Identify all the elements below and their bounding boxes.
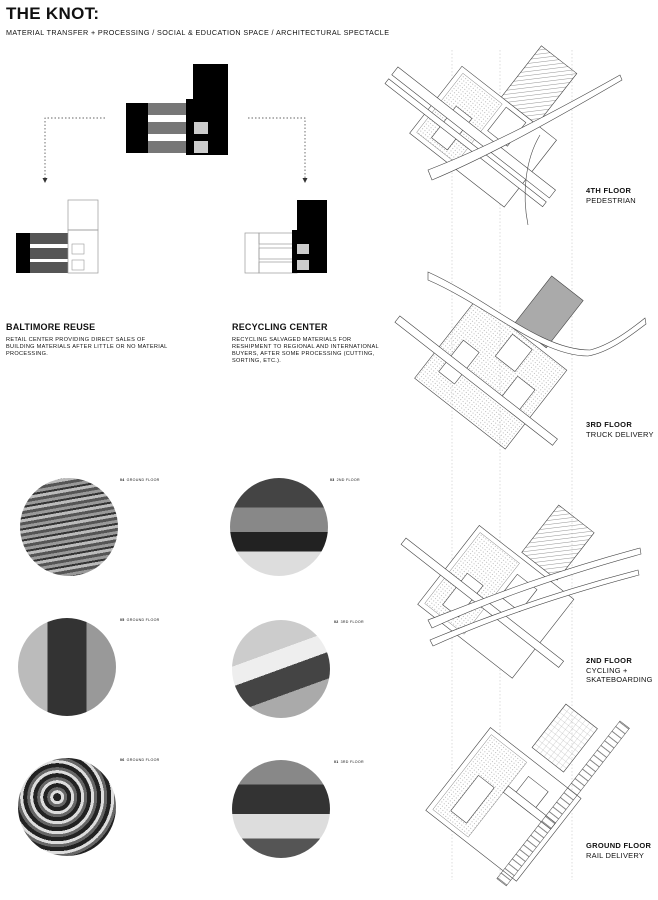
- photo-label: 3RD FLOOR: [340, 620, 364, 624]
- page-title: THE KNOT:: [6, 4, 100, 23]
- photo-trucks: [232, 620, 330, 718]
- photo-workers: [18, 758, 116, 856]
- photo-number: 01: [334, 760, 339, 764]
- axon-ground-floor: [425, 703, 630, 887]
- photo-label: GROUND FLOOR: [126, 478, 160, 482]
- floor-title-2nd: 2ND FLOOR: [586, 656, 633, 665]
- floor-sub-ground: RAIL DELIVERY: [586, 851, 645, 860]
- section-text-baltimore-reuse: RETAIL CENTER PROVIDING DIRECT SALES OF …: [6, 337, 168, 357]
- photo-warehouse-interior: [230, 478, 328, 576]
- photo-lumber-stacks: [20, 478, 118, 576]
- page-subtitle: MATERIAL TRANSFER + PROCESSING / SOCIAL …: [6, 28, 390, 37]
- photo-label: GROUND FLOOR: [126, 618, 160, 622]
- section-title-recycling-center: RECYCLING CENTER: [232, 322, 328, 332]
- photo-number: 03: [330, 478, 335, 482]
- floor-title-4th: 4TH FLOOR: [586, 186, 632, 195]
- floor-sub-2nd: CYCLING + SKATEBOARDING: [586, 666, 653, 684]
- floor-title-3rd: 3RD FLOOR: [586, 420, 633, 429]
- photo-loading-dock: [18, 618, 116, 716]
- floor-sub-4th: PEDESTRIAN: [586, 196, 636, 205]
- section-title-baltimore-reuse: BALTIMORE REUSE: [6, 322, 96, 332]
- photo-number: 02: [334, 620, 339, 624]
- floor-title-ground: GROUND FLOOR: [586, 841, 652, 850]
- photo-label: 2ND FLOOR: [336, 478, 360, 482]
- floor-sub-3rd: TRUCK DELIVERY: [586, 430, 654, 439]
- photo-label: GROUND FLOOR: [126, 758, 160, 762]
- photo-number: 04: [120, 478, 125, 482]
- photo-number: 06: [120, 758, 125, 762]
- photo-number: 05: [120, 618, 125, 622]
- section-text-recycling-center: RECYCLING SALVAGED MATERIALS FOR RESHIPM…: [232, 337, 379, 364]
- axon-4th-floor: [384, 45, 578, 208]
- axon-3rd-floor: [394, 275, 584, 450]
- photo-label: 3RD FLOOR: [340, 760, 364, 764]
- photo-scrap-truck: [232, 760, 330, 858]
